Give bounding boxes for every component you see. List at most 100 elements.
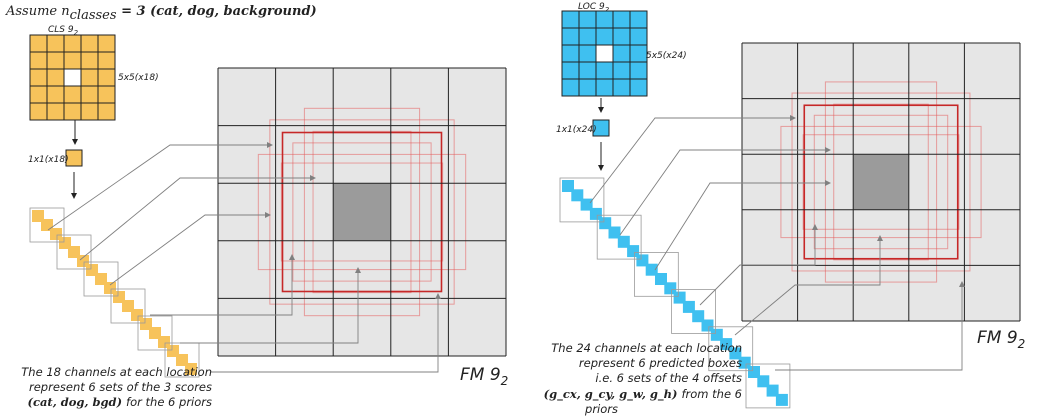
loc-channel-cell [729, 347, 742, 360]
cls-kernel-cell [63, 102, 82, 121]
cls-prior-arrow [210, 293, 441, 373]
cls-prior-arrow [79, 175, 316, 261]
loc-channel-strip [559, 177, 791, 409]
loc-channel-cell [701, 319, 714, 332]
loc-channel-cell [720, 338, 733, 351]
loc-prior-arrow [619, 147, 831, 236]
loc-channel-cell [608, 226, 621, 239]
cls-kernel-cell [29, 102, 48, 121]
loc-fm-label: FM 92 [977, 328, 1025, 351]
loc-kernel-cell [595, 27, 614, 46]
cls-panel: CLS 92 5x5(x18) 1x1(x18) FM 92 The 18 ch… [21, 25, 508, 409]
cls-kernel-cell [46, 51, 65, 70]
cls-pointwise-label: 1x1(x18) [28, 155, 69, 165]
loc-kernel-cell [629, 78, 648, 97]
cls-kernel-size: 5x5(x18) [118, 73, 159, 83]
cls-channel-cell [185, 363, 197, 375]
loc-prior-box [802, 134, 960, 230]
cls-kernel-cell [29, 51, 48, 70]
cls-kernel-cell [80, 51, 99, 70]
loc-prior-arrow [699, 224, 818, 306]
title-subscript: classes [70, 8, 117, 23]
loc-prior-arrow [775, 281, 965, 371]
loc-channel-cell [775, 393, 788, 406]
loc-prior-arrow [589, 115, 796, 204]
loc-channel-cell [738, 356, 751, 369]
loc-prior-arrows [589, 115, 965, 371]
loc-caption-line-1: The 24 channels at each location [551, 341, 742, 355]
loc-kernel-cell [561, 61, 580, 80]
loc-kernel-grid [561, 10, 648, 97]
loc-kernel-cell [629, 10, 648, 29]
loc-kernel-cell [612, 27, 631, 46]
cls-kernel-cell [97, 51, 116, 70]
loc-caption-line-3: i.e. 6 sets of the 4 offsets [595, 371, 742, 385]
loc-pointwise-cell [592, 119, 610, 137]
loc-pointwise-label: 1x1(x24) [556, 125, 597, 135]
cls-kernel-cell [29, 34, 48, 53]
cls-caption-line-1: The 18 channels at each location [21, 365, 212, 379]
loc-channel-cell [645, 263, 658, 276]
loc-prior-box [833, 103, 929, 261]
loc-channel-cell [580, 198, 593, 211]
loc-kernel-cell [595, 78, 614, 97]
cls-prior-arrow [180, 267, 361, 344]
loc-kernel-cell [561, 78, 580, 97]
loc-channel-cell [692, 310, 705, 323]
loc-kernel-size: 5x5(x24) [646, 51, 687, 61]
loc-caption-line-5: priors [584, 402, 618, 416]
loc-channel-cell [766, 384, 779, 397]
loc-fm-center-cell [853, 154, 909, 210]
cls-kernel-cell [80, 34, 99, 53]
loc-kernel-cell [578, 61, 597, 80]
loc-channel-cell [673, 291, 686, 304]
cls-kernel-cell [97, 34, 116, 53]
cls-kernel-cell [46, 85, 65, 104]
loc-kernel-cell [578, 44, 597, 63]
cls-prior-box [292, 142, 432, 282]
cls-kernel-cell [97, 68, 116, 87]
loc-kernel-cell [561, 44, 580, 63]
loc-prior-arrow [654, 180, 831, 271]
cls-prior-group-box [56, 234, 92, 270]
cls-fm-label: FM 92 [460, 365, 508, 388]
cls-kernel-cell [46, 68, 65, 87]
loc-caption-line-2: represent 6 predicted boxes [579, 356, 742, 370]
cls-prior-arrow [150, 254, 295, 316]
loc-kernel-cell [578, 27, 597, 46]
cls-prior-group-box [110, 288, 146, 324]
loc-kernel-label: LOC 92 [578, 2, 610, 14]
loc-kernel-cell [561, 10, 580, 29]
cls-channel-strip [29, 207, 200, 378]
loc-panel: LOC 92 5x5(x24) 1x1(x24) FM 92 The 24 ch… [544, 2, 1026, 416]
cls-kernel-cell [80, 85, 99, 104]
cls-prior-arrow [47, 142, 273, 231]
loc-kernel-cell [578, 78, 597, 97]
loc-channel-cell [627, 245, 640, 258]
cls-caption-line-2: represent 6 sets of the 3 scores [29, 380, 212, 394]
loc-prior-group-box [671, 289, 716, 334]
loc-feature-map [741, 42, 1021, 322]
cls-kernel-cell [29, 85, 48, 104]
loc-kernel-cell [595, 61, 614, 80]
loc-kernel-cell [595, 10, 614, 29]
cls-prior-arrow [109, 212, 271, 286]
loc-kernel-cell [629, 44, 648, 63]
cls-prior-box-main [281, 131, 443, 293]
cls-kernel-cell [97, 85, 116, 104]
cls-kernel-cell [46, 102, 65, 121]
loc-prior-box-main [803, 104, 959, 260]
loc-channel-cell [599, 217, 612, 230]
loc-channel-cell [748, 366, 760, 378]
loc-channel-cell [710, 328, 723, 341]
loc-prior-arrow [734, 235, 883, 336]
cls-kernel-cell [63, 34, 82, 53]
loc-kernel-cell [612, 61, 631, 80]
loc-prior-box [791, 92, 971, 272]
loc-prior-group-box [596, 214, 642, 260]
loc-channel-cell [617, 235, 630, 248]
cls-kernel-cell [97, 102, 116, 121]
loc-kernel-cell [612, 10, 631, 29]
